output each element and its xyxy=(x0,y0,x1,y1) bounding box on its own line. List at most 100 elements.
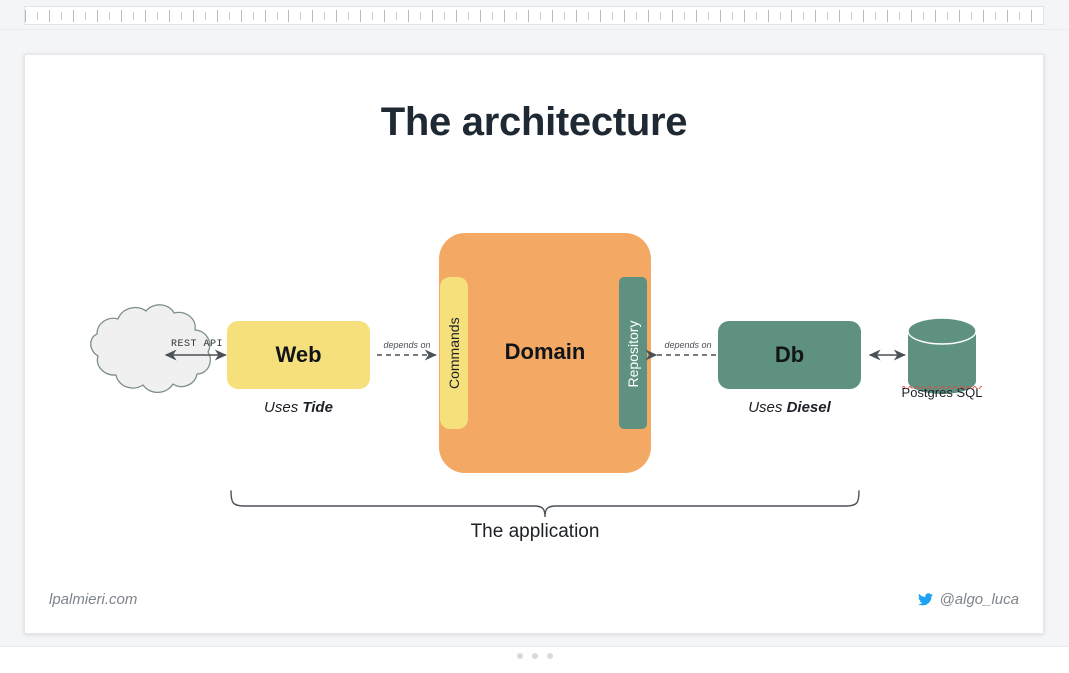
ruler-tick xyxy=(36,12,38,20)
ruler-tick xyxy=(384,10,386,22)
ruler-tick xyxy=(563,12,565,20)
ruler-tick xyxy=(575,10,577,22)
cloud-icon xyxy=(90,304,212,394)
ruler-tick xyxy=(120,10,122,22)
ruler-tick xyxy=(839,10,841,22)
node-commands-port[interactable] xyxy=(440,277,468,429)
ruler-tick xyxy=(923,12,925,20)
footer-handle: @algo_luca xyxy=(939,591,1019,608)
edge-label-rest-api: REST API xyxy=(171,339,224,350)
ruler-tick xyxy=(539,12,541,20)
ruler-tick xyxy=(695,10,697,22)
application-brace xyxy=(230,490,860,518)
ruler-tick xyxy=(755,12,757,20)
ruler-tick xyxy=(635,12,637,20)
ruler-tick xyxy=(516,12,518,20)
application-brace-label: The application xyxy=(470,521,600,542)
footer-site: lpalmieri.com xyxy=(49,591,138,608)
node-db[interactable] xyxy=(718,321,861,389)
repository-port-label: Repository xyxy=(625,320,641,388)
ruler-tick xyxy=(432,10,434,22)
page-indicator-dot[interactable] xyxy=(516,653,523,659)
ruler-tick xyxy=(408,10,410,22)
ruler-tick xyxy=(743,10,745,22)
node-repository-port[interactable] xyxy=(619,277,647,429)
ruler-tick xyxy=(947,12,949,20)
commands-port-label: Commands xyxy=(446,317,462,389)
ruler-tick xyxy=(647,10,649,22)
ruler-tick xyxy=(96,10,98,22)
ruler[interactable] xyxy=(0,0,1069,30)
ruler-tick xyxy=(276,12,278,20)
page-indicator-dot[interactable] xyxy=(531,653,538,659)
web-uses-caption: Uses Tide xyxy=(227,399,370,416)
ruler-tick xyxy=(959,10,961,22)
ruler-tick xyxy=(935,10,937,22)
bottom-bar xyxy=(0,646,1069,673)
web-uses-strong: Tide xyxy=(302,399,333,416)
node-domain-label: Domain xyxy=(504,339,586,364)
ruler-tick xyxy=(683,12,685,20)
ruler-tick xyxy=(995,12,997,20)
postgres-cylinder-icon xyxy=(907,317,977,394)
ruler-tick xyxy=(420,12,422,20)
ruler-tick xyxy=(659,12,661,20)
ruler-tick xyxy=(587,12,589,20)
ruler-tick xyxy=(84,12,86,20)
node-domain[interactable] xyxy=(439,233,651,473)
ruler-tick xyxy=(300,12,302,20)
ruler-tick xyxy=(192,10,194,22)
ruler-tick xyxy=(767,10,769,22)
edge-label-web-depends-on: depends on xyxy=(383,340,431,350)
ruler-tick xyxy=(803,12,805,20)
ruler-tick xyxy=(1019,12,1021,20)
postgres-label-text: Postgres SQL xyxy=(901,385,983,400)
ruler-track[interactable] xyxy=(24,6,1044,25)
ruler-tick xyxy=(731,12,733,20)
diagram-vector-layer xyxy=(90,233,977,518)
ruler-tick xyxy=(779,12,781,20)
ruler-tick xyxy=(336,10,338,22)
ruler-tick xyxy=(791,10,793,22)
ruler-tick xyxy=(144,10,146,22)
ruler-tick xyxy=(815,10,817,22)
ruler-tick xyxy=(707,12,709,20)
db-uses-caption: Uses Diesel xyxy=(718,399,861,416)
page-indicator-dot[interactable] xyxy=(546,653,553,659)
ruler-tick xyxy=(444,12,446,20)
slide-canvas[interactable]: The architecture xyxy=(24,54,1044,634)
node-db-label: Db xyxy=(774,342,805,367)
ruler-tick xyxy=(623,10,625,22)
ruler-tick xyxy=(456,10,458,22)
ruler-tick xyxy=(360,10,362,22)
db-uses-prefix: Uses xyxy=(748,399,787,416)
spellcheck-squiggle-icon xyxy=(901,386,983,389)
ruler-tick xyxy=(887,10,889,22)
ruler-tick xyxy=(25,10,26,22)
ruler-tick xyxy=(156,12,158,20)
ruler-tick xyxy=(971,12,973,20)
ruler-tick xyxy=(264,10,266,22)
page-title: The architecture xyxy=(380,100,688,144)
ruler-tick xyxy=(1043,12,1044,20)
ruler-tick xyxy=(983,10,985,22)
ruler-tick xyxy=(348,12,350,20)
ruler-tick xyxy=(611,12,613,20)
ruler-tick xyxy=(875,12,877,20)
ruler-tick xyxy=(899,12,901,20)
edge-label-db-depends-on: depends on xyxy=(664,340,712,350)
ruler-tick xyxy=(911,10,913,22)
ruler-tick xyxy=(671,10,673,22)
ruler-tick xyxy=(372,12,374,20)
ruler-tick xyxy=(468,12,470,20)
footer-social: @algo_luca xyxy=(917,591,1019,608)
ruler-tick xyxy=(551,10,553,22)
page-indicator[interactable] xyxy=(0,653,1069,659)
ruler-tick xyxy=(228,12,230,20)
ruler-tick xyxy=(216,10,218,22)
ruler-tick xyxy=(1007,10,1009,22)
ruler-tick xyxy=(252,12,254,20)
web-uses-prefix: Uses xyxy=(264,399,303,416)
ruler-tick xyxy=(480,10,482,22)
node-web[interactable] xyxy=(227,321,370,389)
